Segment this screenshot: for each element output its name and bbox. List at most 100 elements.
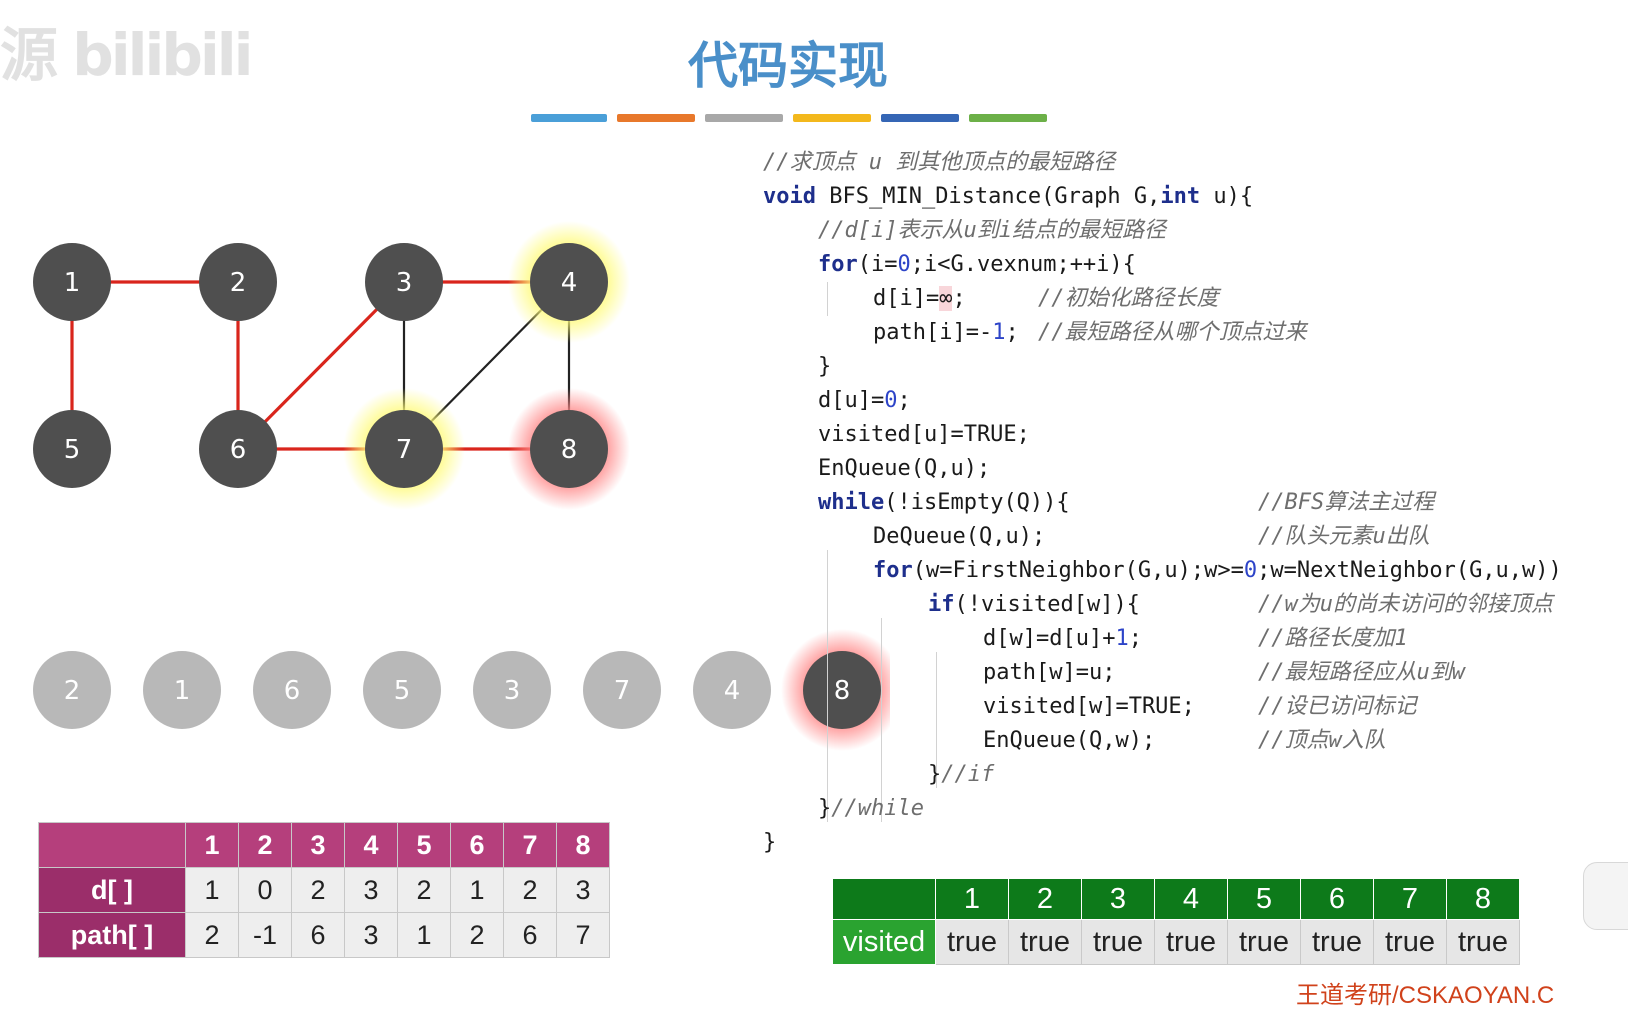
node-circle — [33, 651, 111, 729]
queue-item-8: 8 — [781, 629, 890, 751]
table-row-visited: visited true true true true true true tr… — [832, 919, 1520, 965]
visited-value-cell: true — [1008, 919, 1082, 965]
visited-value-cell: true — [1373, 919, 1447, 965]
column-header: 2 — [1008, 878, 1082, 920]
queue-item-6: 6 — [253, 651, 331, 729]
code-line: path[w]=u; — [983, 660, 1116, 685]
node-label: 7 — [614, 676, 631, 706]
code-line: EnQueue(Q,w); — [983, 728, 1156, 753]
node-circle — [530, 243, 608, 321]
graph-node-4: 4 — [508, 221, 630, 343]
queue-item-2: 2 — [33, 651, 111, 729]
d-value-cell: 1 — [185, 867, 239, 913]
code-line: //w为u的尚未访问的邻接顶点 — [1258, 592, 1553, 617]
column-header: 3 — [1081, 878, 1155, 920]
d-value-cell: 3 — [344, 867, 398, 913]
d-value-cell: 2 — [503, 867, 557, 913]
path-value-cell: 7 — [556, 912, 610, 958]
column-header: 5 — [1227, 878, 1301, 920]
visited-table: 1 2 3 4 5 6 7 8 visited true true true t… — [832, 878, 1520, 965]
path-value-cell: 3 — [344, 912, 398, 958]
table-row-d: d[ ] 1 0 2 3 2 1 2 3 — [38, 867, 610, 913]
node-circle — [33, 243, 111, 321]
row-label-d: d[ ] — [38, 867, 186, 913]
code-line: //最短路径从哪个顶点过来 — [1038, 320, 1307, 345]
d-value-cell: 3 — [556, 867, 610, 913]
node-circle — [253, 651, 331, 729]
column-header: 6 — [1300, 878, 1374, 920]
queue-item-4: 4 — [693, 651, 771, 729]
column-header: 4 — [344, 822, 398, 868]
page-title: 代码实现 — [688, 37, 888, 95]
graph-node-5: 5 — [33, 410, 111, 488]
queue-item-7: 7 — [583, 651, 661, 729]
code-line: visited[u]=TRUE; — [818, 422, 1030, 447]
node-label: 1 — [64, 268, 81, 298]
table-row-path: path[ ] 2 -1 6 3 1 2 6 7 — [38, 912, 610, 958]
path-value-cell: 6 — [503, 912, 557, 958]
code-line: EnQueue(Q,u); — [818, 456, 991, 481]
column-header: 5 — [397, 822, 451, 868]
code-line: path[i]=-1; — [873, 320, 1019, 345]
column-header: 7 — [503, 822, 557, 868]
table-corner-cell — [832, 878, 936, 920]
code-line: } — [818, 354, 832, 379]
side-panel-button[interactable] — [1583, 862, 1628, 930]
stripe-blue — [531, 114, 607, 122]
node-label: 4 — [561, 268, 578, 298]
code-line: //设已访问标记 — [1258, 694, 1417, 719]
column-header: 8 — [556, 822, 610, 868]
indent-guide — [827, 282, 828, 316]
row-label-path: path[ ] — [38, 912, 186, 958]
column-header: 1 — [185, 822, 239, 868]
code-line: //d[i]表示从u到i结点的最短路径 — [818, 218, 1166, 243]
graph-node-3: 3 — [365, 243, 443, 321]
node-label: 3 — [396, 268, 413, 298]
code-line: //最短路径应从u到w — [1258, 660, 1465, 685]
stripe-darkblue — [881, 114, 959, 122]
table-header-row: 1 2 3 4 5 6 7 8 — [38, 822, 610, 868]
node-circle — [143, 651, 221, 729]
code-line: if(!visited[w]){ — [928, 592, 1140, 617]
code-line: //队头元素u出队 — [1258, 524, 1430, 549]
row-label-visited: visited — [832, 919, 936, 965]
visited-value-cell: true — [1227, 919, 1301, 965]
code-line: d[u]=0; — [818, 388, 911, 413]
code-line: d[i]=∞; — [873, 286, 966, 311]
code-line: while(!isEmpty(Q)){ — [818, 490, 1070, 515]
node-circle — [199, 410, 277, 488]
queue-item-1: 1 — [143, 651, 221, 729]
d-value-cell: 2 — [397, 867, 451, 913]
node-circle — [363, 651, 441, 729]
code-line: for(i=0;i<G.vexnum;++i){ — [818, 252, 1136, 277]
node-circle — [803, 651, 881, 729]
column-header: 1 — [935, 878, 1009, 920]
node-label: 3 — [504, 676, 521, 706]
stripe-gray — [705, 114, 783, 122]
path-value-cell: 6 — [291, 912, 345, 958]
code-line: //BFS算法主过程 — [1258, 490, 1435, 515]
table-header-row: 1 2 3 4 5 6 7 8 — [832, 878, 1520, 920]
column-header: 3 — [291, 822, 345, 868]
node-circle — [583, 651, 661, 729]
code-line: //求顶点 u 到其他顶点的最短路径 — [763, 150, 1116, 175]
code-line: }//while — [818, 796, 924, 821]
queue-item-5: 5 — [363, 651, 441, 729]
node-label: 6 — [230, 435, 247, 465]
graph-node-2: 2 — [199, 243, 277, 321]
code-line: void BFS_MIN_Distance(Graph G,int u){ — [763, 184, 1254, 209]
code-line: visited[w]=TRUE; — [983, 694, 1195, 719]
code-line: for(w=FirstNeighbor(G,u);w>=0;w=NextNeig… — [873, 558, 1562, 583]
node-label: 2 — [64, 676, 81, 706]
code-line: }//if — [928, 762, 995, 787]
node-circle — [530, 410, 608, 488]
path-value-cell: -1 — [238, 912, 292, 958]
indent-guide — [827, 550, 828, 822]
node-circle — [365, 410, 443, 488]
node-label: 8 — [561, 435, 578, 465]
indent-guide — [936, 652, 937, 788]
node-label: 5 — [64, 435, 81, 465]
code-line: DeQueue(Q,u); — [873, 524, 1046, 549]
